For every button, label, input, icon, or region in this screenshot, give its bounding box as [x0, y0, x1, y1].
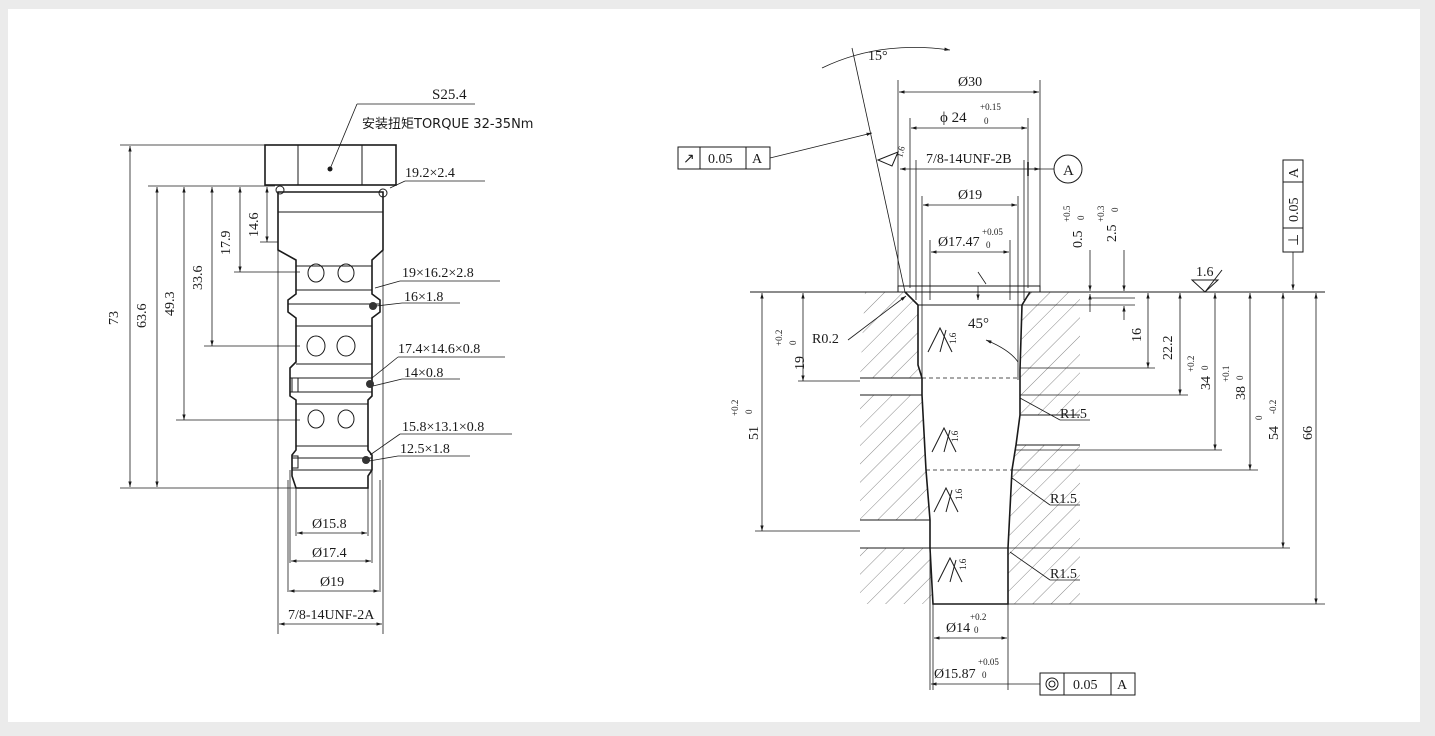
roughness-mark-4: 1.6: [958, 558, 968, 570]
dim-63-6: 63.6: [135, 304, 150, 329]
callout-seal-7: 12.5×1.8: [400, 442, 450, 457]
datum-a-label: A: [1063, 163, 1074, 179]
radius-r1-5-a: R1.5: [1060, 407, 1087, 422]
perp-datum: A: [1287, 167, 1302, 178]
dim-49-3: 49.3: [163, 292, 178, 317]
dim-d14-tol: +0.2: [970, 612, 986, 622]
hatch-mid-left: [860, 395, 930, 520]
concentricity-value: 0.05: [1073, 678, 1098, 693]
callout-seal-2: 19×16.2×2.8: [402, 266, 474, 281]
dim-19-depth-tol: +0.2: [774, 330, 784, 346]
dim-d24-tol: +0.15: [980, 102, 1001, 112]
cartridge-valve-view: 73 63.6 49.3 33.6 17.9 14.6 S25.4 安装扭矩TO…: [107, 87, 533, 634]
callout-seal-5: 14×0.8: [404, 366, 443, 381]
dim-51-zero: 0: [744, 409, 754, 414]
torque-note: 安装扭矩TORQUE 32-35Nm: [362, 117, 533, 132]
roughness-mark-2: 1.6: [950, 430, 960, 442]
dim-38: 38: [1234, 386, 1249, 400]
hex-size-label: S25.4: [432, 87, 467, 103]
datum-a-circle: [1053, 154, 1083, 184]
dim-0-5-tol: +0.5: [1062, 205, 1072, 222]
perp-symbol: ⊥: [1287, 234, 1302, 246]
small-roughness: 1.6: [894, 145, 907, 159]
concentricity-datum: A: [1117, 678, 1128, 693]
dim-d15-8: Ø15.8: [312, 517, 347, 532]
dim-d15-87-zero: 0: [982, 670, 987, 680]
hex-nut: [264, 144, 397, 186]
dim-d14-zero: 0: [974, 625, 979, 635]
dim-73: 73: [107, 311, 122, 325]
callout-seal-1: 19.2×2.4: [405, 166, 455, 181]
runout-tolerance-frame: ↗ 0.05 A: [677, 132, 873, 170]
roughness-marks: 1.6 1.6 1.6 1.6: [927, 326, 968, 583]
dim-66: 66: [1301, 426, 1316, 440]
dim-14-6: 14.6: [247, 213, 262, 238]
dim-d15-87-tol: +0.05: [978, 657, 999, 667]
dim-d14: Ø14: [946, 621, 970, 636]
hatch-upper-left: [860, 292, 922, 378]
dim-38-tol: +0.1: [1221, 366, 1231, 382]
roughness-mark-3: 1.6: [954, 488, 964, 500]
callout-seal-4: 17.4×14.6×0.8: [398, 342, 480, 357]
perpendicularity-frame: A 0.05 ⊥: [1282, 159, 1304, 290]
dim-38-zero: 0: [1235, 375, 1245, 380]
hatch-lower-left: [860, 548, 933, 604]
radius-r0-2: R0.2: [812, 332, 839, 347]
surface-finish-top: 1.6: [1196, 265, 1214, 280]
radius-r1-5-b: R1.5: [1050, 492, 1077, 507]
runout-symbol: ↗: [683, 152, 695, 167]
callout-seal-6: 15.8×13.1×0.8: [402, 420, 484, 435]
dim-2-5: 2.5: [1105, 225, 1120, 243]
valve-body: [277, 191, 384, 489]
radius-r1-5-c: R1.5: [1050, 567, 1077, 582]
dim-34-zero: 0: [1200, 365, 1210, 370]
dim-0-5: 0.5: [1071, 231, 1086, 249]
callout-seal-3: 16×1.8: [404, 290, 443, 305]
dim-16: 16: [1130, 328, 1145, 342]
dim-19-depth: 19: [793, 356, 808, 370]
cavity-section-view: 15° Ø30 ϕ 24 +0.15 0 7/8-14UNF-2B A Ø19 …: [677, 46, 1325, 696]
perp-value: 0.05: [1287, 198, 1302, 223]
drawing-sheet: 73 63.6 49.3 33.6 17.9 14.6 S25.4 安装扭矩TO…: [8, 9, 1420, 722]
dim-d17-47-zero: 0: [986, 240, 991, 250]
dim-d19: Ø19: [320, 575, 344, 590]
dim-34-tol: +0.2: [1186, 356, 1196, 372]
dim-19-depth-zero: 0: [788, 340, 798, 345]
dim-54-tol: 0: [1254, 415, 1264, 420]
dim-thread-2a: 7/8-14UNF-2A: [288, 608, 375, 623]
dim-22-2: 22.2: [1161, 336, 1176, 361]
hatch-lower-right: [1008, 445, 1080, 604]
dim-2-5-tol: +0.3: [1096, 205, 1106, 222]
dim-17-9: 17.9: [219, 231, 234, 256]
dim-d24: ϕ 24: [940, 110, 967, 126]
dim-51-tol: +0.2: [730, 400, 740, 416]
dim-54-tol2: -0.2: [1268, 400, 1278, 414]
dim-2-5-zero: 0: [1110, 207, 1120, 212]
dim-33-6: 33.6: [191, 266, 206, 291]
hatch-upper-right: [1020, 292, 1080, 415]
dim-d17-47: Ø17.47: [938, 235, 980, 250]
technical-drawing: 73 63.6 49.3 33.6 17.9 14.6 S25.4 安装扭矩TO…: [107, 46, 1325, 696]
dim-d15-87: Ø15.87: [934, 667, 976, 682]
dim-thread-2b: 7/8-14UNF-2B: [926, 152, 1012, 167]
chamfer-45: 45°: [968, 316, 989, 332]
angle-15: 15°: [868, 49, 888, 64]
runout-datum: A: [752, 152, 763, 167]
dim-0-5-zero: 0: [1076, 215, 1086, 220]
dim-d17-4: Ø17.4: [312, 546, 347, 561]
runout-value: 0.05: [708, 152, 733, 167]
dim-51: 51: [747, 426, 762, 440]
concentricity-frame: 0.05 A: [1039, 672, 1136, 696]
dim-d17-47-tol: +0.05: [982, 227, 1003, 237]
dim-34: 34: [1199, 376, 1214, 390]
roughness-mark-1: 1.6: [948, 332, 958, 344]
dim-d30: Ø30: [958, 75, 982, 90]
dim-d24-zero: 0: [984, 116, 989, 126]
dim-d19-top: Ø19: [958, 188, 982, 203]
dim-54: 54: [1267, 426, 1282, 440]
